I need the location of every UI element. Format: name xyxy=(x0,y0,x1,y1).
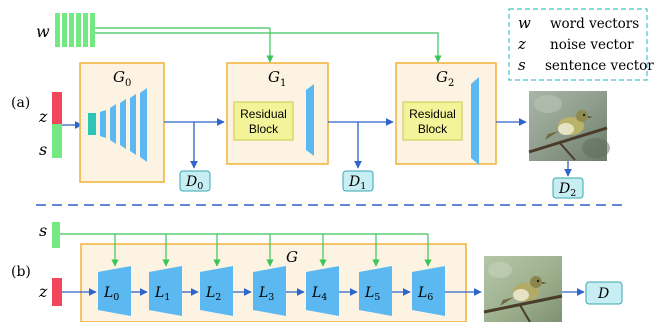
w-connectors xyxy=(95,27,442,63)
g-label: G xyxy=(286,248,298,266)
g0-layer xyxy=(120,99,126,149)
word-vector-bar xyxy=(76,13,81,47)
g0-upsampling-layers xyxy=(100,88,147,162)
legend-text-s: sentence vector xyxy=(545,58,654,74)
d-label: D xyxy=(597,286,609,302)
g0-layer xyxy=(100,110,106,138)
generated-bird-image-b xyxy=(483,256,563,322)
layer-l5 xyxy=(359,266,392,316)
layer-l3-label: L3 xyxy=(258,285,274,303)
panel-b-label: (b) xyxy=(11,264,31,280)
residual-block-1-line1: Residual xyxy=(240,107,287,121)
b-sentence-vector-bar xyxy=(52,222,60,248)
g2-label: G2 xyxy=(436,68,454,89)
word-vector-bar xyxy=(55,13,60,47)
legend-border xyxy=(508,8,648,81)
layer-l0 xyxy=(98,266,131,316)
layer-l3 xyxy=(253,266,286,316)
legend-text-w: word vectors xyxy=(550,16,639,32)
word-vector-bar xyxy=(83,13,88,47)
g1-label: G1 xyxy=(268,68,286,89)
discriminator-d1 xyxy=(342,170,374,192)
w-label: w xyxy=(36,22,50,41)
layer-l2 xyxy=(200,266,233,316)
layer-l4 xyxy=(306,266,339,316)
z-label: z xyxy=(38,107,48,126)
word-vector-bar xyxy=(90,13,95,47)
residual-block-2-line2: Block xyxy=(418,122,448,136)
layer-l1-label: L1 xyxy=(154,285,170,303)
layer-stack: L0 L1 L2 L3 L4 L5 L6 xyxy=(98,266,445,316)
legend-text-z: noise vector xyxy=(550,37,634,53)
layer-l4-label: L4 xyxy=(311,285,327,303)
discriminator-d0 xyxy=(179,170,211,192)
noise-vector-bar xyxy=(52,92,62,124)
legend-symbol-w: w xyxy=(518,14,531,32)
g1-upsampling-layer xyxy=(306,84,314,156)
discriminator-d2 xyxy=(552,177,584,199)
g0-input-block xyxy=(88,113,96,135)
d2-label: D2 xyxy=(558,181,576,199)
d1-label: D1 xyxy=(348,174,366,192)
panel-a-label: (a) xyxy=(11,95,30,111)
g0-layer xyxy=(140,88,147,162)
legend-symbol-s: s xyxy=(518,56,526,74)
residual-block-2-line1: Residual xyxy=(409,107,456,121)
generated-bird-image-a xyxy=(528,91,610,161)
s-connectors xyxy=(60,233,432,267)
b-s-label: s xyxy=(39,221,47,240)
legend-symbol-z: z xyxy=(517,35,526,53)
b-noise-vector-bar xyxy=(52,278,62,306)
word-vectors xyxy=(55,13,95,47)
discriminator-d xyxy=(585,281,623,305)
d0-label: D0 xyxy=(185,174,203,192)
g0-layer xyxy=(130,94,136,155)
layer-l6-label: L6 xyxy=(417,285,433,303)
legend: w word vectors z noise vector s sentence… xyxy=(508,8,654,81)
panel-a: (a) w z s G0 xyxy=(11,13,610,199)
b-z-label: z xyxy=(38,282,48,301)
layer-l6 xyxy=(412,266,445,316)
sentence-vector-bar xyxy=(52,124,62,158)
panel-b: (b) s G z L0 L1 xyxy=(11,221,623,322)
layer-l2-label: L2 xyxy=(205,285,221,303)
residual-block-1 xyxy=(233,101,294,141)
s-label: s xyxy=(39,140,47,159)
word-vector-bar xyxy=(69,13,74,47)
g2-upsampling-layer xyxy=(471,77,479,165)
residual-block-2 xyxy=(402,101,463,141)
layer-l1 xyxy=(149,266,182,316)
word-vector-bar xyxy=(62,13,67,47)
residual-block-1-line2: Block xyxy=(249,122,279,136)
g0-layer xyxy=(110,104,116,144)
layer-l5-label: L5 xyxy=(364,285,380,303)
layer-l0-label: L0 xyxy=(103,285,119,303)
g0-label: G0 xyxy=(113,68,131,89)
